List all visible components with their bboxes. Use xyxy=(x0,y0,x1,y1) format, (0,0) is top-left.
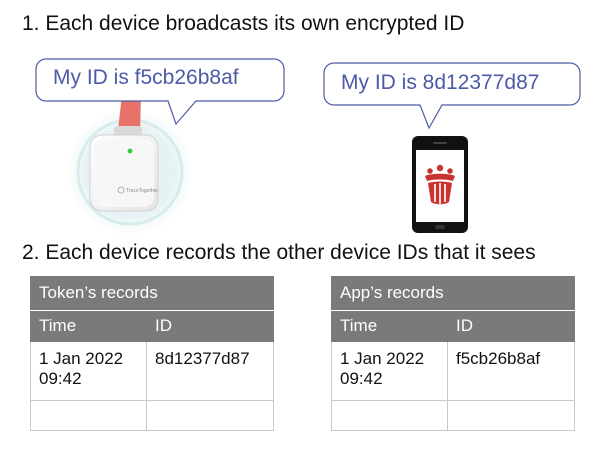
table-row: 1 Jan 2022 09:42 f5cb26b8af xyxy=(331,341,576,401)
smartphone-icon xyxy=(412,136,468,233)
token-logo-text: TraceTogether xyxy=(126,188,158,194)
table-row: 1 Jan 2022 09:42 8d12377d87 xyxy=(30,341,274,401)
table-row xyxy=(30,400,274,431)
time-date: 1 Jan 2022 xyxy=(340,349,425,368)
column-header-id: ID xyxy=(446,310,576,342)
id-cell xyxy=(446,400,576,431)
column-header-time: Time xyxy=(30,310,147,342)
app-records-table: App’s records Time ID 1 Jan 2022 09:42 f… xyxy=(330,276,576,431)
step-2-heading: 2. Each device records the other device … xyxy=(22,241,536,264)
id-cell: f5cb26b8af xyxy=(446,341,576,401)
phone-screen xyxy=(416,150,464,222)
id-cell xyxy=(146,400,274,431)
phone-home-button xyxy=(435,225,445,229)
time-clock: 09:42 xyxy=(39,369,82,388)
step-1-heading: 1. Each device broadcasts its own encryp… xyxy=(22,12,465,35)
table-title-row: App’s records xyxy=(330,276,576,311)
app-records-title: App’s records xyxy=(330,276,576,311)
token-bubble-text: My ID is f5cb26b8af xyxy=(53,66,239,89)
token-speech-bubble xyxy=(35,58,285,126)
app-speech-bubble xyxy=(323,62,581,130)
time-clock: 09:42 xyxy=(340,369,383,388)
app-logo-icon xyxy=(425,164,455,205)
table-title-row: Token’s records xyxy=(30,276,274,311)
time-cell: 1 Jan 2022 09:42 xyxy=(331,341,448,401)
time-date: 1 Jan 2022 xyxy=(39,349,124,368)
table-header-row: Time ID xyxy=(30,310,274,342)
time-cell xyxy=(331,400,448,431)
status-led xyxy=(127,148,133,154)
phone-speaker xyxy=(433,142,447,144)
table-header-row: Time ID xyxy=(331,310,576,342)
table-row xyxy=(331,400,576,431)
column-header-time: Time xyxy=(331,310,448,342)
token-device-icon: TraceTogether xyxy=(60,60,200,236)
token-records-table: Token’s records Time ID 1 Jan 2022 09:42… xyxy=(30,276,274,431)
token-records-title: Token’s records xyxy=(30,276,274,311)
id-cell: 8d12377d87 xyxy=(146,341,274,401)
column-header-id: ID xyxy=(146,310,274,342)
time-cell xyxy=(30,400,147,431)
app-bubble-text: My ID is 8d12377d87 xyxy=(341,71,540,94)
time-cell: 1 Jan 2022 09:42 xyxy=(30,341,147,401)
